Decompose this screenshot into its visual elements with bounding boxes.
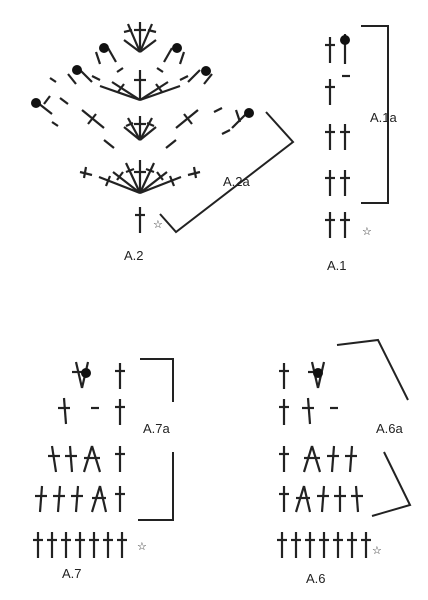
chart-a6: ☆ A.6a A.6 — [275, 338, 412, 586]
bracket-label-a6a: A.6a — [376, 421, 404, 436]
chart-label-a2: A.2 — [124, 248, 144, 263]
fan-bottom — [79, 160, 201, 195]
bracket-a2a — [159, 111, 295, 234]
fan-middle — [81, 109, 199, 149]
bracket-a7a — [140, 358, 174, 402]
bracket-a6a — [336, 338, 409, 401]
dot-stitches — [31, 43, 254, 135]
bracket-a7a-lower — [138, 452, 174, 521]
fan-top — [91, 67, 189, 102]
star-icon: ☆ — [137, 540, 147, 553]
chart-label-a1: A.1 — [327, 258, 347, 273]
bracket-label-a1a: A.1a — [370, 110, 398, 125]
bracket-label-a7a: A.7a — [143, 421, 171, 436]
chart-label-a6: A.6 — [306, 571, 326, 586]
star-icon: ☆ — [153, 218, 163, 231]
bracket-a6a-lower — [371, 451, 412, 517]
chart-a7: ☆ A.7a A.7 — [31, 358, 174, 581]
star-icon: ☆ — [372, 544, 382, 557]
bracket-label-a2a: A.2a — [223, 174, 251, 189]
fan-crown — [123, 22, 157, 53]
chart-a2: ☆ — [31, 22, 295, 263]
bracket-a1a — [361, 25, 389, 204]
chart-a1: ☆ A.1a A.1 — [323, 25, 398, 273]
chart-label-a7: A.7 — [62, 566, 82, 581]
star-icon: ☆ — [362, 225, 372, 238]
